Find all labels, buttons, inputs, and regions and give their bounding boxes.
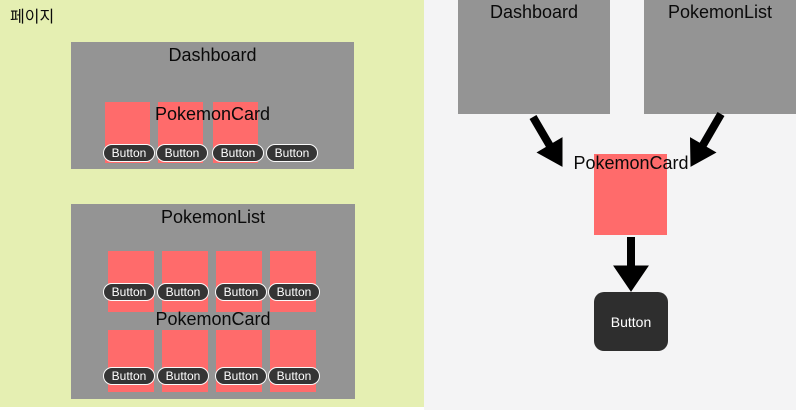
pokemonlist-box: PokemonList Button Button Button Button … bbox=[71, 204, 355, 399]
diagram-node-pokemoncard-label: PokemonCard bbox=[573, 153, 689, 173]
pokemon-card-button[interactable]: Button bbox=[103, 367, 155, 385]
component-tree-panel: Dashboard PokemonList PokemonCard Button bbox=[424, 0, 796, 410]
pokemon-card-button[interactable]: Button bbox=[215, 367, 267, 385]
pokemon-card-square bbox=[108, 251, 154, 312]
dashboard-box: Dashboard PokemonCard Button Button Butt… bbox=[71, 42, 354, 169]
pokemon-card-button[interactable]: Button bbox=[215, 283, 267, 301]
pokemon-card-button[interactable]: Button bbox=[103, 283, 155, 301]
diagram-node-dashboard: Dashboard bbox=[458, 0, 610, 114]
pokemonlist-title: PokemonList bbox=[160, 207, 266, 227]
pokemon-card-square bbox=[162, 251, 208, 312]
arrow-pokemoncard-to-button bbox=[613, 237, 649, 292]
diagram-node-button[interactable]: Button bbox=[594, 292, 668, 351]
pokemon-card-label: PokemonCard bbox=[154, 104, 271, 124]
pokemon-card-button[interactable]: Button bbox=[266, 144, 318, 162]
diagram-node-pokemonlist: PokemonList bbox=[644, 0, 796, 114]
pokemon-card-button[interactable]: Button bbox=[268, 367, 320, 385]
page-label: 페이지 bbox=[10, 9, 55, 26]
diagram-node-button-label: Button bbox=[610, 313, 652, 330]
dashboard-title: Dashboard bbox=[168, 45, 257, 65]
pokemon-card-button[interactable]: Button bbox=[157, 367, 209, 385]
pokemon-card-square bbox=[270, 251, 316, 312]
page-panel: 페이지 Dashboard PokemonCard Button Button … bbox=[0, 0, 424, 407]
pokemon-card-button[interactable]: Button bbox=[156, 144, 208, 162]
pokemon-card-button[interactable]: Button bbox=[212, 144, 264, 162]
pokemon-card-label: PokemonCard bbox=[155, 309, 271, 329]
pokemon-card-square bbox=[216, 251, 262, 312]
diagram-node-pokemonlist-label: PokemonList bbox=[667, 2, 773, 22]
diagram-node-dashboard-label: Dashboard bbox=[489, 2, 579, 22]
pokemon-card-button[interactable]: Button bbox=[268, 283, 320, 301]
diagram-node-pokemoncard-square bbox=[594, 154, 667, 235]
pokemon-card-button[interactable]: Button bbox=[103, 144, 155, 162]
pokemon-card-button[interactable]: Button bbox=[157, 283, 209, 301]
